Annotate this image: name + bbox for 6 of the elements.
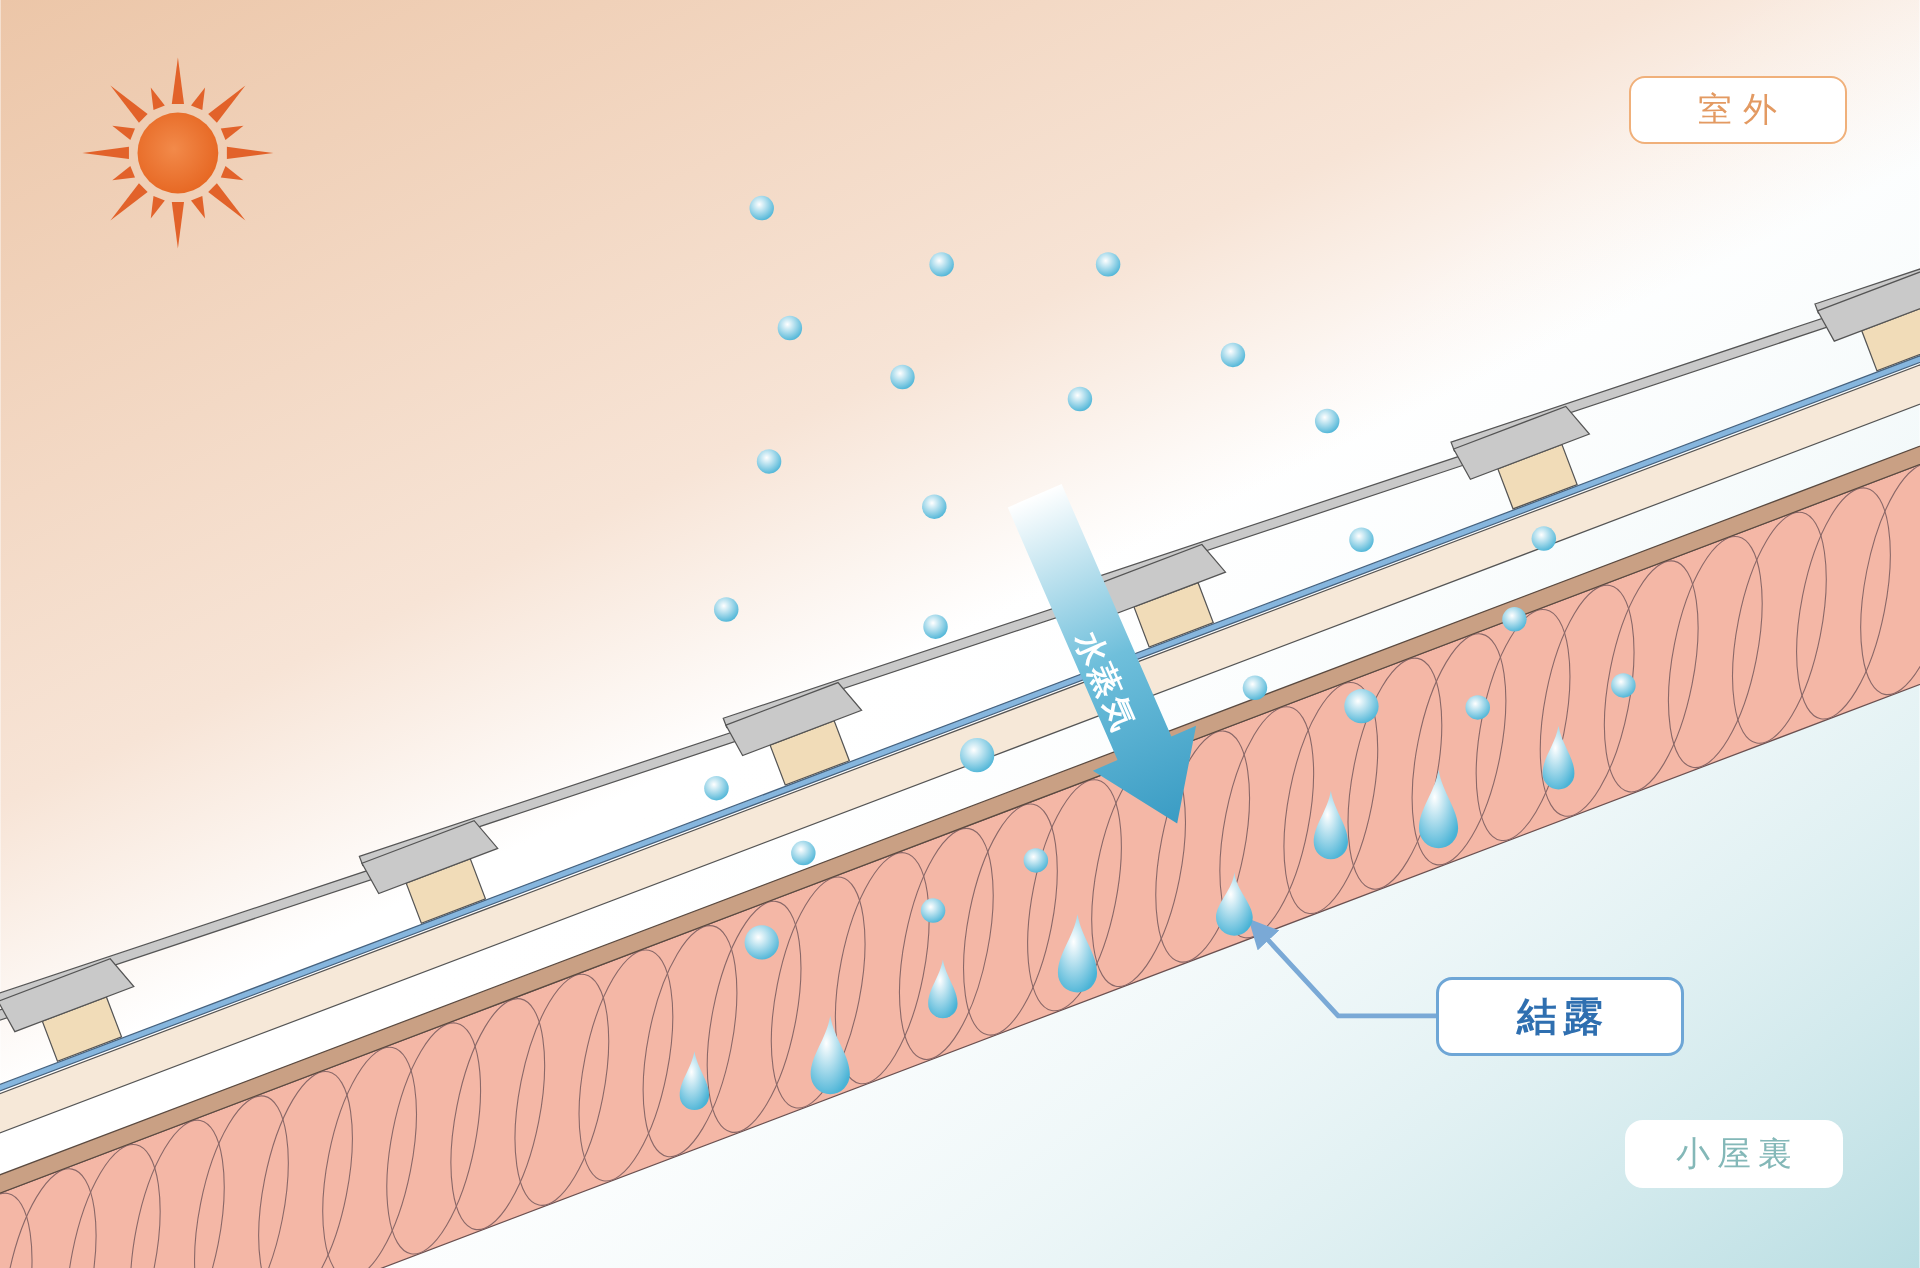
label-box: 室外 [1628, 75, 1847, 145]
label-box: 結露 [1436, 977, 1684, 1056]
water-drop-icon [1215, 871, 1253, 936]
leader-arrow [1248, 918, 1437, 1019]
arrow-label: 水蒸気 [1069, 627, 1142, 737]
label-box: 小屋裏 [1624, 1120, 1843, 1188]
